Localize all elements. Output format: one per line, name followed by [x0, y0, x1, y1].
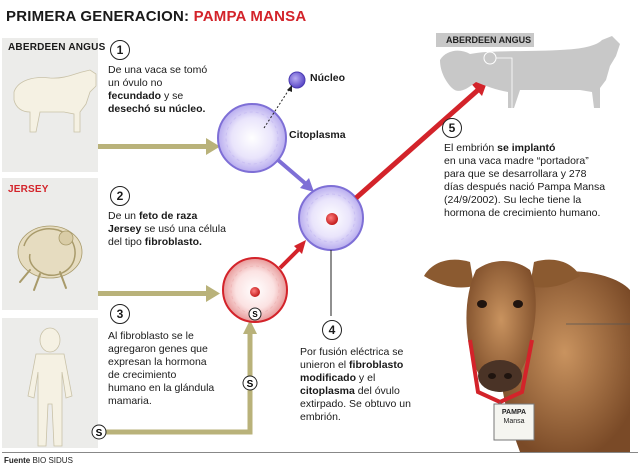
- ear-tag: PAMPA Mansa: [497, 408, 531, 426]
- step-5-text: El embrión se implantó en una vaca madre…: [444, 142, 634, 220]
- bottom-divider: [2, 452, 638, 453]
- step-3-line: Al fibroblasto se le: [108, 330, 194, 342]
- step-2-text: De un feto de raza Jersey se usó una cél…: [108, 210, 248, 249]
- step-3-line: mamaria.: [108, 395, 152, 407]
- step-4-line: extirpado. Se obtuvo un: [300, 398, 411, 410]
- step-3-line: humano en la glándula: [108, 382, 215, 394]
- step-2-number: 2: [110, 186, 130, 206]
- step-4-line: embrión.: [300, 411, 341, 423]
- pampa-mansa-cow-photo: [418, 236, 630, 452]
- step-3-number: 3: [110, 304, 130, 324]
- step-2-line: del tipo fibroblasto.: [108, 236, 202, 248]
- step-3-text: Al fibroblasto se le agregaron genes que…: [108, 330, 238, 408]
- step-4-line: citoplasma del óvulo: [300, 385, 400, 397]
- step-5-number: 5: [442, 118, 462, 138]
- svg-text:S: S: [96, 428, 103, 439]
- step-5-line: días después nació Pampa Mansa: [444, 181, 606, 193]
- nucleo-label: Núcleo: [310, 72, 346, 84]
- step-5-line: en una vaca madre “portadora”: [444, 155, 589, 167]
- jersey-label: JERSEY: [8, 184, 49, 195]
- fusion-arrows: [276, 158, 314, 270]
- source-value: BIO SIDUS: [32, 456, 73, 465]
- step-1-line: De una vaca se tomó: [108, 64, 208, 76]
- step-3-line: expresan la hormona: [108, 356, 207, 368]
- step-5-line: El embrión se implantó: [444, 142, 556, 154]
- olive-arrows: [98, 138, 257, 435]
- source-credit: Fuente BIO SIDUS: [4, 456, 73, 465]
- embryo-cell: [298, 185, 364, 316]
- fibroblast-cell: S: [222, 257, 288, 323]
- step-1-line: desechó su núcleo.: [108, 103, 206, 115]
- aberdeen-cow-gray: [436, 33, 620, 110]
- step-5-line: para que se desarrollara y 278: [444, 168, 587, 180]
- aberdeen-cow-silhouette: [13, 69, 97, 133]
- human-silhouette: [27, 327, 73, 447]
- title-main: PRIMERA GENERACION:: [6, 8, 190, 25]
- ear-tag-line2: Mansa: [503, 418, 525, 425]
- removed-nucleus: [263, 71, 306, 129]
- step-4-text: Por fusión eléctrica se unieron el fibro…: [300, 346, 430, 424]
- step-3-line: de crecimiento: [108, 369, 177, 381]
- step-1-line: un óvulo no: [108, 77, 163, 89]
- step-2-line: Jersey se usó una célula: [108, 223, 226, 235]
- step-2-line: De un feto de raza: [108, 210, 198, 222]
- aberdeen-label: ABERDEEN ANGUS: [8, 42, 106, 53]
- gene-marker-a: S: [91, 424, 107, 440]
- step-5-line: (24/9/2002). Su leche tiene la: [444, 194, 582, 206]
- step-4-number: 4: [322, 320, 342, 340]
- step-5-line: hormona de crecimiento humano.: [444, 207, 601, 219]
- step-4-line: Por fusión eléctrica se: [300, 346, 404, 358]
- page-title: PRIMERA GENERACION: PAMPA MANSA: [6, 8, 306, 25]
- citoplasma-label: Citoplasma: [289, 129, 346, 141]
- step-1-number: 1: [110, 40, 130, 60]
- svg-text:S: S: [252, 310, 258, 319]
- aberdeen-right-label: ABERDEEN ANGUS: [446, 35, 532, 45]
- svg-text:S: S: [247, 379, 254, 390]
- step-4-line: unieron el fibroblasto: [300, 359, 404, 371]
- step-1-line: fecundado y se: [108, 90, 184, 102]
- step-4-line: modificado y el: [300, 372, 376, 384]
- gene-marker-b: S: [242, 375, 258, 391]
- title-highlight: PAMPA MANSA: [193, 8, 307, 25]
- source-label: Fuente: [4, 456, 31, 465]
- ear-tag-line1: PAMPA: [501, 409, 527, 416]
- jersey-fetus-silhouette: [17, 225, 83, 291]
- step-1-text: De una vaca se tomó un óvulo no fecundad…: [108, 64, 233, 116]
- step-3-line: agregaron genes que: [108, 343, 208, 355]
